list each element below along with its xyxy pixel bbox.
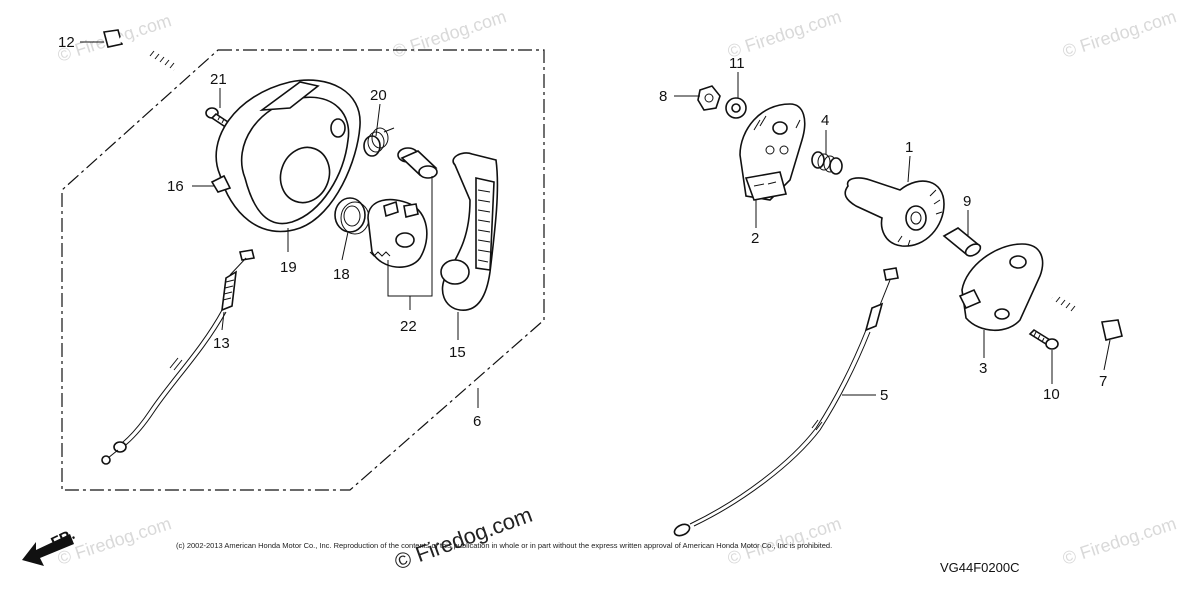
label-21: 21 xyxy=(210,71,227,88)
label-9: 9 xyxy=(963,193,971,210)
watermark-2: © Firedog.com xyxy=(390,6,509,62)
watermark-7: © Firedog.com xyxy=(1060,513,1179,569)
label-6: 6 xyxy=(473,413,481,430)
part-screw-10 xyxy=(1028,328,1059,350)
part-cam-22b xyxy=(367,198,428,268)
copyright-notice: (c) 2002-2013 American Honda Motor Co., … xyxy=(176,541,832,550)
part-bolt-12 xyxy=(102,29,176,73)
label-18: 18 xyxy=(333,266,350,283)
part-bracket-2 xyxy=(739,103,806,201)
part-bolt-7 xyxy=(1050,295,1123,341)
label-12: 12 xyxy=(58,34,75,51)
label-10: 10 xyxy=(1043,386,1060,403)
label-15: 15 xyxy=(449,344,466,361)
assembly-outline xyxy=(61,49,545,491)
label-8: 8 xyxy=(659,88,667,105)
part-spring-4 xyxy=(811,151,843,175)
label-20: 20 xyxy=(370,87,387,104)
part-nut-8 xyxy=(697,85,721,111)
part-cable-5 xyxy=(673,267,899,537)
watermark-3: © Firedog.com xyxy=(725,6,844,62)
leaders-left xyxy=(80,41,479,408)
diagram-code: VG44F0200C xyxy=(940,560,1020,575)
leaders-right xyxy=(674,72,1111,396)
label-11: 11 xyxy=(729,55,745,72)
part-housing-16-19 xyxy=(210,79,361,233)
label-1: 1 xyxy=(905,139,913,156)
front-arrow-icon xyxy=(22,534,74,566)
label-5: 5 xyxy=(880,387,888,404)
part-spring-20 xyxy=(363,127,395,157)
part-labels: 12 21 16 19 20 18 13 22 15 6 8 11 4 1 2 … xyxy=(58,34,1107,430)
label-13: 13 xyxy=(213,335,230,352)
watermark-4: © Firedog.com xyxy=(1060,6,1179,62)
label-2: 2 xyxy=(751,230,759,247)
part-lever-1 xyxy=(844,177,945,247)
part-lever-15 xyxy=(440,152,499,311)
label-22: 22 xyxy=(400,318,417,335)
label-7: 7 xyxy=(1099,373,1107,390)
watermark-center: © Firedog.com xyxy=(391,502,535,575)
label-3: 3 xyxy=(979,360,987,377)
part-pin-22a xyxy=(397,147,438,179)
part-collar-9 xyxy=(942,227,982,257)
label-4: 4 xyxy=(821,112,829,129)
part-washer-11 xyxy=(725,97,747,119)
part-ring-18 xyxy=(334,197,370,235)
part-cover-3 xyxy=(958,243,1044,331)
part-cable-13 xyxy=(101,249,255,465)
label-19: 19 xyxy=(280,259,297,276)
label-16: 16 xyxy=(167,178,184,195)
